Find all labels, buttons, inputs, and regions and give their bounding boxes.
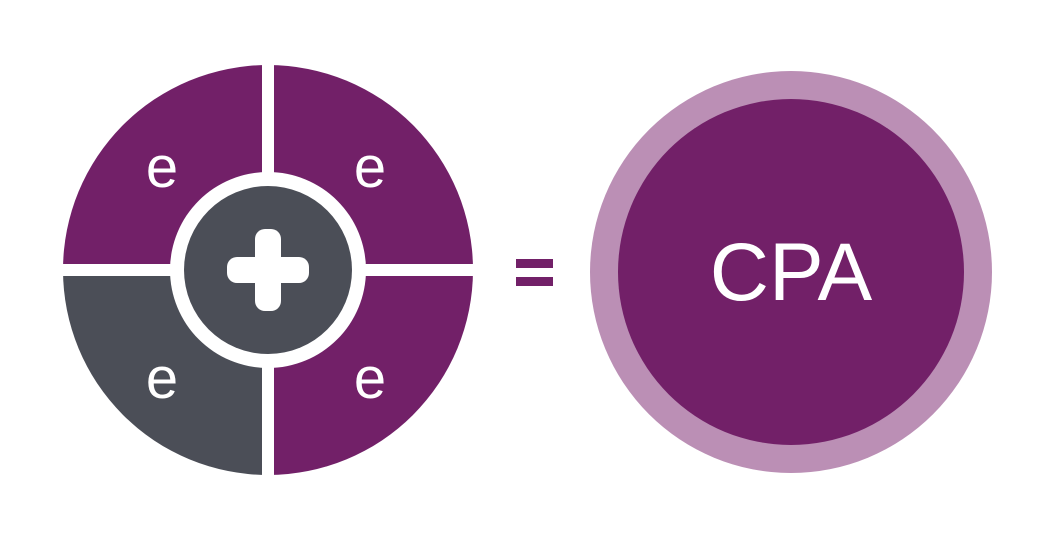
equals-sign — [516, 259, 553, 286]
result-circle: CPA — [590, 71, 992, 473]
plus-icon — [227, 229, 309, 311]
segmented-circle: e e e e — [56, 58, 480, 482]
quadrant-label-top-left: e — [146, 135, 178, 200]
quadrant-label-top-right: e — [354, 135, 386, 200]
result-label: CPA — [710, 227, 873, 318]
quadrant-label-bottom-left: e — [146, 346, 178, 411]
result-inner-circle — [618, 99, 964, 445]
quadrant-label-bottom-right: e — [354, 346, 386, 411]
